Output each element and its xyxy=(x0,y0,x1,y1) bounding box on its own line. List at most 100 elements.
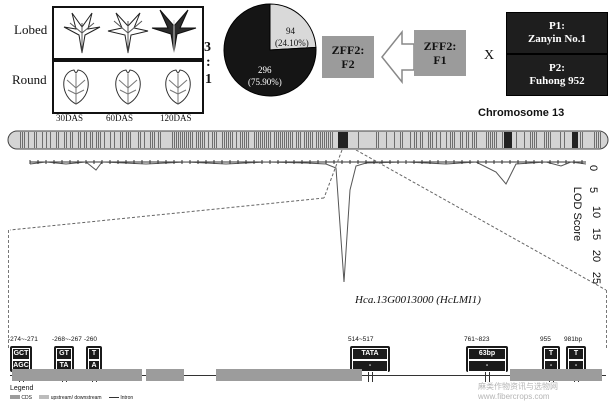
chromosome-band xyxy=(236,132,237,148)
chromosome-band xyxy=(312,132,313,148)
chromosome-band xyxy=(536,132,537,148)
lod-tick-label: 5 xyxy=(587,186,600,194)
chromosome-band xyxy=(36,132,37,148)
p1-line2: Zanyin No.1 xyxy=(527,33,587,45)
variant-position-label: -260 xyxy=(84,336,98,343)
legend-intron-swatch xyxy=(108,397,119,399)
chromosome-band xyxy=(90,132,91,148)
variant-stem xyxy=(372,372,373,382)
chromosome-band xyxy=(306,132,307,148)
chromosome-band xyxy=(524,132,525,148)
round-leaf-icon xyxy=(165,69,191,105)
chromosome-band xyxy=(278,132,279,148)
chromosome-band xyxy=(324,132,325,148)
chromosome-band xyxy=(270,132,271,148)
zoom-line-left xyxy=(323,150,343,199)
chromosome-band xyxy=(224,132,225,148)
lobed-leaf-images xyxy=(63,9,197,54)
round-leaf-panel xyxy=(52,60,204,114)
chromosome-band xyxy=(490,132,491,148)
variant-allele-p1: TATA xyxy=(352,348,388,360)
zoom-line-right xyxy=(355,150,607,291)
pie-slice-0 xyxy=(269,3,317,51)
chromosome-band xyxy=(486,132,487,148)
chromosome-band xyxy=(178,132,179,148)
chromosome-band xyxy=(318,132,319,148)
chromosome-band xyxy=(212,132,213,148)
chromosome-band xyxy=(46,132,47,148)
chromosome-band xyxy=(450,132,451,148)
pie-count-minor: 94 xyxy=(286,26,295,36)
variant-stem xyxy=(485,372,486,382)
chromosome-band xyxy=(292,132,293,148)
chromosome-band xyxy=(204,132,205,148)
chromosome-band xyxy=(376,132,377,148)
chromosome-band xyxy=(298,132,299,148)
legend-cds-swatch xyxy=(10,395,20,399)
chromosome-band xyxy=(596,132,597,148)
legend-updown-swatch xyxy=(39,395,50,399)
chromosome-band xyxy=(184,132,185,148)
chromosome-band xyxy=(320,132,321,148)
chromosome-band xyxy=(488,132,489,148)
chromosome-band xyxy=(358,132,359,148)
chromosome-band xyxy=(594,132,595,148)
chromosome-band xyxy=(378,132,379,148)
lobed-leaf-icon xyxy=(151,9,197,53)
legend-updown-label: upstream/ downstream xyxy=(50,395,102,401)
ratio-top: 3 xyxy=(204,40,211,55)
stage-label-60: 60DAS xyxy=(106,113,134,123)
chromosome-band xyxy=(50,132,51,148)
chromosome-band xyxy=(452,132,453,148)
downstream-region xyxy=(510,369,602,381)
chromosome-band xyxy=(274,132,275,148)
chromosome-band xyxy=(56,132,57,148)
chromosome-band xyxy=(172,132,173,148)
chromosome-band xyxy=(128,132,129,148)
chromosome-band xyxy=(304,132,305,148)
ratio-bottom: 1 xyxy=(205,72,212,87)
variant-allele-p2: - xyxy=(468,360,506,372)
chromosome-band xyxy=(160,132,161,148)
f2-line2: F2 xyxy=(341,57,355,71)
chromosome-band xyxy=(308,132,309,148)
chromosome-band xyxy=(534,132,535,148)
chromosome-band xyxy=(400,132,401,148)
chromosome-band xyxy=(326,132,327,148)
chromosome-band xyxy=(110,132,111,148)
chromosome-band xyxy=(328,132,329,148)
chromosome-band xyxy=(226,132,227,148)
chromosome-band xyxy=(256,132,257,148)
chromosome-band xyxy=(96,132,97,148)
round-leaf-icon xyxy=(115,69,141,105)
pie-count-major: 296 xyxy=(258,65,272,75)
chromosome-band xyxy=(174,132,175,148)
chromosome-band xyxy=(158,132,159,148)
watermark: 麻类作物资讯与选物网 www.fibercrops.com xyxy=(478,382,558,401)
legend-intron-label: Intron xyxy=(120,395,134,401)
cds-block-2 xyxy=(216,369,362,381)
chromosome-band xyxy=(190,132,191,148)
chromosome-title: Chromosome 13 xyxy=(478,107,565,119)
chromosome-band xyxy=(530,132,531,148)
chromosome-band xyxy=(42,132,43,148)
chromosome-dark-band xyxy=(504,132,512,148)
variant-position-label: 761~823 xyxy=(464,336,490,343)
lod-tick-label: 20 xyxy=(590,249,603,263)
chromosome-band xyxy=(232,132,233,148)
chromosome-band xyxy=(502,132,503,148)
chromosome-band xyxy=(58,132,59,148)
chromosome-band xyxy=(264,132,265,148)
chromosome-band xyxy=(416,132,417,148)
f1-line2: F1 xyxy=(433,53,447,67)
chromosome-band xyxy=(258,132,259,148)
variant-position-label: -268~-267 xyxy=(52,336,82,343)
chromosome-band xyxy=(394,132,395,148)
lobed-leaf-icon xyxy=(107,12,149,54)
chromosome-band xyxy=(230,132,231,148)
chromosome-band xyxy=(532,132,533,148)
round-leaf-images xyxy=(63,69,191,105)
variant-position-label: 955 xyxy=(540,336,551,343)
cross-symbol: X xyxy=(484,48,495,63)
